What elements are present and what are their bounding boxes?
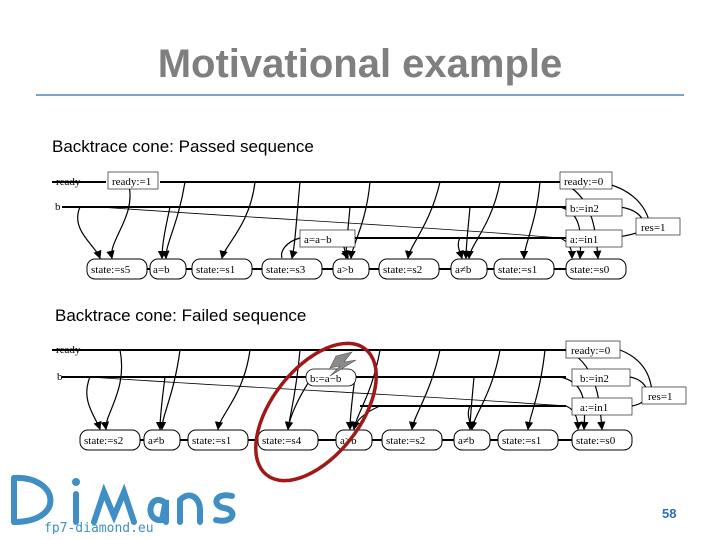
res-box [641,386,687,405]
passed-state-label: state:=s1 [498,264,537,276]
b-assign-box [571,368,631,387]
passed-state-label: a≠b [455,264,472,276]
failed-state-label: a≠b [458,435,475,447]
ready-assign-box [565,340,621,359]
failed-state-label: a≠b [148,435,165,447]
failed-ready-label: ready [56,344,81,356]
failed-cone: ready ready:=0 b b:=a−b b:=in2 a:=in1 re… [52,340,687,483]
passed-cone: ready ready:=1 ready:=0 b b:=in2 a=a−b a… [52,171,681,280]
passed-dependency-arcs [77,181,651,260]
failed-dependency-arcs [86,349,653,431]
failed-b-in2-label: b:=in2 [580,373,609,385]
diamond-logo-graphic: fp7-diamond.eu [11,474,236,536]
passed-ready-label: ready [56,176,81,188]
diamond-logo: fp7-diamond.eu [4,470,254,539]
a-assign-box [571,397,633,416]
passed-state-label: state:=s5 [91,264,131,276]
passed-res-label: res=1 [641,222,666,234]
passed-state-boxes [86,258,627,280]
ready-assign-box [107,171,159,190]
failed-state-label: state:=s1 [502,435,541,447]
failed-res-label: res=1 [648,391,673,403]
passed-a-in1-label: a:=in1 [570,234,598,246]
passed-state-label: state:=s1 [196,264,235,276]
failed-ready-set0-label: ready:=0 [571,345,611,357]
passed-state-label: a=b [153,264,170,276]
fault-highlight-ellipse [254,341,378,483]
failed-state-label: state:=s2 [84,435,123,447]
failed-state-label: state:=s2 [386,435,425,447]
b-assign-box [565,198,623,217]
passed-a-eq-label: a=a−b [304,234,332,246]
lightning-icon [329,351,357,377]
passed-state-label: a>b [337,264,354,276]
passed-b-in2-label: b:=in2 [570,203,599,215]
passed-state-label: state:=s2 [383,264,422,276]
failed-heading: Backtrace cone: Failed sequence [55,306,307,325]
failed-state-label: state:=s4 [262,435,302,447]
slide-title: Motivational example [157,42,563,86]
failed-b-eq-label: b:=a−b [310,373,342,385]
passed-ready-set1-label: ready:=1 [112,176,151,188]
logo-url: fp7-diamond.eu [44,521,154,534]
passed-ready-set0-label: ready:=0 [564,176,604,188]
failed-a-in1-label: a:=in1 [580,402,608,414]
res-box [635,217,681,236]
title-divider [36,94,684,96]
failed-b-label: b [57,371,63,383]
ready-assign-box [559,171,613,190]
a-assign-box [565,229,623,248]
b-assign-box [305,368,357,387]
a-assign-box [299,229,356,248]
passed-state-label: state:=s3 [266,264,306,276]
passed-state-label: state:=s0 [570,264,610,276]
passed-b-label: b [55,201,61,213]
page-number: 58 [662,506,677,521]
passed-heading: Backtrace cone: Passed sequence [52,137,314,156]
failed-state-label: state:=s0 [576,435,616,447]
failed-state-label: state:=s1 [192,435,231,447]
